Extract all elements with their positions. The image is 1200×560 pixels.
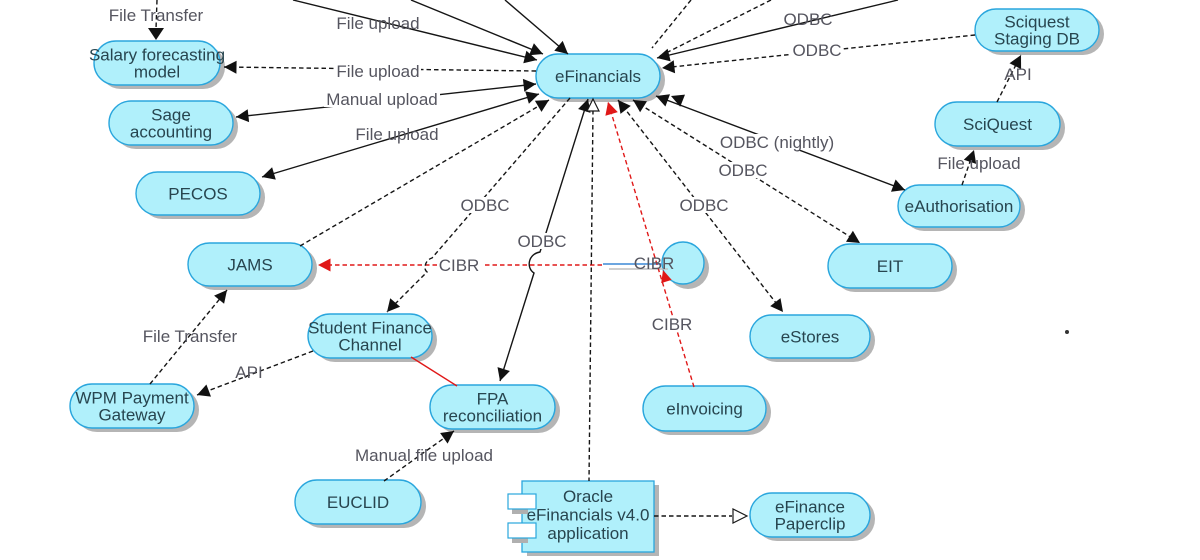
svg-text:accounting: accounting bbox=[130, 123, 212, 142]
svg-text:PECOS: PECOS bbox=[168, 185, 228, 204]
svg-text:application: application bbox=[547, 524, 628, 543]
svg-text:eFinance: eFinance bbox=[775, 498, 845, 517]
svg-text:File Transfer: File Transfer bbox=[109, 6, 204, 25]
svg-text:model: model bbox=[134, 63, 180, 82]
svg-text:Staging DB: Staging DB bbox=[994, 30, 1080, 49]
svg-text:Manual upload: Manual upload bbox=[326, 90, 438, 109]
svg-text:Student Finance: Student Finance bbox=[308, 319, 432, 338]
svg-text:File upload: File upload bbox=[336, 62, 419, 81]
svg-text:JAMS: JAMS bbox=[227, 256, 272, 275]
svg-text:Manual file upload: Manual file upload bbox=[355, 446, 493, 465]
svg-text:ODBC: ODBC bbox=[783, 10, 832, 29]
svg-text:API: API bbox=[1004, 65, 1031, 84]
svg-text:ODBC: ODBC bbox=[460, 196, 509, 215]
svg-text:CIBR: CIBR bbox=[634, 254, 675, 273]
svg-text:File Transfer: File Transfer bbox=[143, 327, 238, 346]
svg-text:Sage: Sage bbox=[151, 106, 191, 125]
svg-text:Sciquest: Sciquest bbox=[1004, 13, 1069, 32]
svg-text:API: API bbox=[235, 363, 262, 382]
svg-text:eStores: eStores bbox=[781, 328, 840, 347]
svg-text:EUCLID: EUCLID bbox=[327, 493, 389, 512]
svg-text:eFinancials: eFinancials bbox=[555, 67, 641, 86]
svg-text:File upload: File upload bbox=[355, 125, 438, 144]
svg-text:eFinancials v4.0: eFinancials v4.0 bbox=[527, 506, 650, 525]
svg-text:File upload: File upload bbox=[336, 14, 419, 33]
svg-text:Oracle: Oracle bbox=[563, 487, 613, 506]
svg-text:Salary forecasting: Salary forecasting bbox=[89, 46, 225, 65]
svg-text:ODBC: ODBC bbox=[679, 196, 728, 215]
svg-text:eInvoicing: eInvoicing bbox=[666, 400, 743, 419]
svg-text:ODBC: ODBC bbox=[517, 232, 566, 251]
svg-text:ODBC: ODBC bbox=[718, 161, 767, 180]
svg-text:ODBC (nightly): ODBC (nightly) bbox=[720, 133, 834, 152]
svg-text:eAuthorisation: eAuthorisation bbox=[905, 197, 1014, 216]
svg-text:EIT: EIT bbox=[877, 257, 903, 276]
svg-text:File upload: File upload bbox=[937, 154, 1020, 173]
svg-text:FPA: FPA bbox=[477, 390, 509, 409]
svg-text:CIBR: CIBR bbox=[439, 256, 480, 275]
svg-text:SciQuest: SciQuest bbox=[963, 115, 1032, 134]
svg-text:Channel: Channel bbox=[338, 336, 401, 355]
svg-text:WPM Payment: WPM Payment bbox=[75, 389, 189, 408]
svg-text:Paperclip: Paperclip bbox=[775, 515, 846, 534]
svg-text:Gateway: Gateway bbox=[98, 406, 166, 425]
svg-text:CIBR: CIBR bbox=[652, 315, 693, 334]
svg-text:reconciliation: reconciliation bbox=[443, 407, 542, 426]
svg-text:ODBC: ODBC bbox=[792, 41, 841, 60]
